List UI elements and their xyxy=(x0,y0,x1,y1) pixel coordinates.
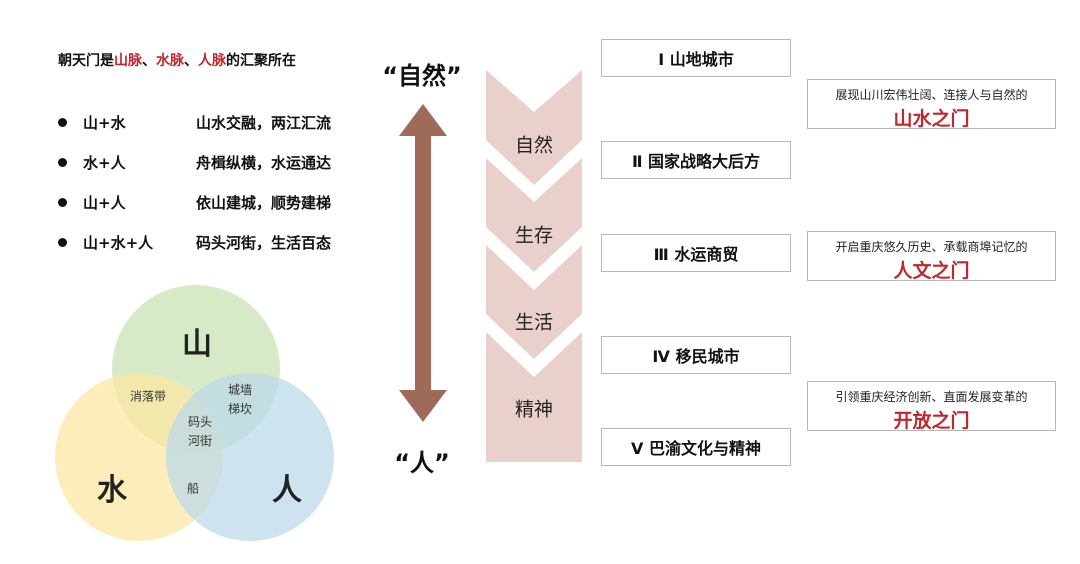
stage-box: Ⅰ 山地城市 xyxy=(601,39,791,77)
heading-sep: 、 xyxy=(142,53,156,69)
bullet-desc: 舟楫纵横，水运通达 xyxy=(196,153,332,172)
chevron-4 xyxy=(486,332,582,462)
bullet-combo: 山+人 xyxy=(83,193,126,212)
gate-box: 开启重庆悠久历史、承载商埠记忆的 人文之门 xyxy=(807,231,1056,282)
bullet-desc: 依山建城，顺势建梯 xyxy=(196,193,332,212)
double-arrow-icon xyxy=(399,104,447,422)
stage-box: Ⅲ 水运商贸 xyxy=(601,234,791,272)
gate-title: 开放之门 xyxy=(893,410,970,432)
chevron-label: 生活 xyxy=(514,311,554,334)
heading-prefix: 朝天门是 xyxy=(58,53,114,69)
axis-label-nature: “自然” xyxy=(382,62,462,90)
heading-shui: 水脉 xyxy=(156,53,184,69)
bullet-dot-icon xyxy=(58,117,67,127)
bullet-item: 山+水+人 码头河街，生活百态 xyxy=(58,231,331,253)
bullet-combo: 山+水 xyxy=(83,113,126,132)
heading-sep: 、 xyxy=(184,53,198,69)
stage-box: Ⅴ 巴渝文化与精神 xyxy=(601,428,791,466)
chevron-label: 生存 xyxy=(514,224,554,247)
gate-desc: 开启重庆悠久历史、承载商埠记忆的 xyxy=(835,240,1028,254)
bullet-item: 山+水 山水交融，两江汇流 xyxy=(58,111,331,133)
stage-box: Ⅱ 国家战略大后方 xyxy=(601,141,791,179)
venn-text: 梯坎 xyxy=(227,402,253,416)
gate-desc: 引领重庆经济创新、直面发展变革的 xyxy=(835,390,1028,404)
bullet-combo: 山+水+人 xyxy=(83,233,154,252)
venn-label-shan: 山 xyxy=(182,327,212,362)
venn-label-center: 码头 河街 xyxy=(188,413,212,451)
venn-text: 城墙 xyxy=(227,383,253,397)
venn-text: 码头 xyxy=(187,415,213,429)
heading: 朝天门是山脉、水脉、人脉的汇聚所在 xyxy=(58,50,296,70)
chevron-stack xyxy=(486,70,582,462)
chevron-label: 精神 xyxy=(514,398,554,421)
bullet-combo: 水+人 xyxy=(83,153,126,172)
venn-label-shan-ren: 城墙 梯坎 xyxy=(228,381,252,419)
chevron-1 xyxy=(486,70,582,185)
bullet-desc: 码头河街，生活百态 xyxy=(196,233,332,252)
venn-circle-ren xyxy=(166,373,334,541)
bullet-dot-icon xyxy=(58,237,67,247)
bullet-item: 水+人 舟楫纵横，水运通达 xyxy=(58,151,331,173)
chevron-2 xyxy=(486,158,582,272)
bullet-dot-icon xyxy=(58,197,67,207)
heading-suffix: 的汇聚所在 xyxy=(226,53,296,69)
gate-desc: 展现山川宏伟壮阔、连接人与自然的 xyxy=(835,88,1028,102)
bullet-item: 山+人 依山建城，顺势建梯 xyxy=(58,191,331,213)
venn-text: 河街 xyxy=(187,434,213,448)
venn-label-shui: 水 xyxy=(97,473,127,508)
bullet-dot-icon xyxy=(58,157,67,167)
axis-label-human: “人” xyxy=(394,449,450,477)
gate-title: 人文之门 xyxy=(893,260,970,282)
chevron-3 xyxy=(486,245,582,359)
bullet-desc: 山水交融，两江汇流 xyxy=(196,113,332,132)
gate-title: 山水之门 xyxy=(893,108,970,130)
gate-box: 引领重庆经济创新、直面发展变革的 开放之门 xyxy=(807,381,1056,432)
venn-label-shui-ren: 船 xyxy=(186,481,200,496)
chevron-label: 自然 xyxy=(514,134,554,157)
stage-box: Ⅳ 移民城市 xyxy=(601,336,791,374)
heading-shan: 山脉 xyxy=(114,53,142,69)
venn-label-shan-shui: 消落带 xyxy=(129,389,167,404)
venn-label-ren: 人 xyxy=(272,473,302,508)
gate-box: 展现山川宏伟壮阔、连接人与自然的 山水之门 xyxy=(807,79,1056,130)
heading-ren: 人脉 xyxy=(198,53,226,69)
